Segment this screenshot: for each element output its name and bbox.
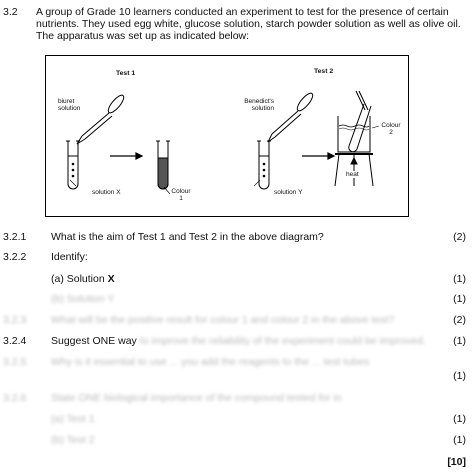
item-marks: (2) bbox=[453, 314, 466, 326]
biuret-label: biuret solution bbox=[58, 98, 81, 112]
test2-title: Test 2 bbox=[314, 68, 334, 75]
item-3-2-3: 3.2.3 What will be the positive result f… bbox=[0, 314, 474, 328]
test-tube-x-icon bbox=[66, 140, 80, 190]
apparatus-diagram: Test 1 Test 2 biuret solution Benedict's… bbox=[45, 55, 409, 217]
colour2-label: Colour 2 bbox=[381, 122, 401, 136]
diagram-drawing bbox=[66, 90, 380, 195]
item-number: 3.2.2 bbox=[3, 251, 27, 263]
item-marks: (1) bbox=[453, 413, 466, 425]
item-number: 3.2.5 bbox=[3, 356, 27, 368]
item-marks: (1) bbox=[453, 293, 466, 305]
benedicts-label: Benedict's solution bbox=[244, 98, 274, 112]
item-3-2-2b: (b) Solution Y (1) bbox=[0, 293, 474, 307]
item-marks: (1) bbox=[453, 434, 466, 446]
item-marks: (1) bbox=[453, 370, 466, 382]
item-marks: (1) bbox=[453, 335, 466, 347]
test-tube-y-icon bbox=[257, 140, 271, 190]
pipette-2-icon bbox=[267, 92, 314, 143]
item-number: 3.2.1 bbox=[3, 231, 27, 243]
arrow-1-icon bbox=[110, 152, 144, 160]
item-text: (a) Solution X bbox=[51, 273, 115, 285]
test-tube-colour1-icon bbox=[156, 140, 170, 190]
item-3-2-4: 3.2.4 Suggest ONE way to improve the rel… bbox=[0, 335, 474, 349]
item-text: What is the aim of Test 1 and Test 2 in … bbox=[51, 231, 324, 243]
item-text: Why is it essential to use ... you add t… bbox=[51, 356, 370, 368]
item-text: State ONE biological importance of the c… bbox=[51, 392, 342, 404]
item-3-2-6: 3.2.6 State ONE biological importance of… bbox=[0, 392, 474, 406]
item-number: 3.2.6 bbox=[3, 392, 27, 404]
item-text: Identify: bbox=[51, 251, 88, 263]
water-bath-beaker-icon bbox=[334, 90, 374, 187]
question-number: 3.2 bbox=[3, 6, 18, 18]
item-3-2-5: 3.2.5 Why is it essential to use ... you… bbox=[0, 356, 474, 384]
solution-y-label: solution Y bbox=[274, 189, 303, 196]
item-3-2-2a: (a) Solution X (1) bbox=[0, 273, 474, 287]
item-3-2-2: 3.2.2 Identify: bbox=[0, 251, 474, 265]
test1-title: Test 1 bbox=[116, 70, 136, 77]
question-intro: A group of Grade 10 learners conducted a… bbox=[36, 6, 461, 42]
item-3-2-1: 3.2.1 What is the aim of Test 1 and Test… bbox=[0, 231, 474, 245]
item-3-2-6b: (b) Test 2 (1) bbox=[0, 434, 474, 448]
item-text: (b) Solution Y bbox=[51, 293, 115, 305]
item-number: 3.2.3 bbox=[3, 314, 27, 326]
item-number: 3.2.4 bbox=[3, 335, 27, 347]
item-marks: (1) bbox=[453, 273, 466, 285]
solution-x-label: solution X bbox=[92, 189, 121, 196]
total-marks: [10] bbox=[447, 456, 466, 468]
heat-label: heat bbox=[346, 171, 359, 178]
item-text: (a) Test 1 bbox=[51, 413, 95, 425]
colour1-label: Colour 1 bbox=[171, 188, 191, 202]
item-3-2-6a: (a) Test 1 (1) bbox=[0, 413, 474, 427]
item-text: Suggest ONE way to improve the reliabili… bbox=[51, 335, 426, 347]
arrow-2-icon bbox=[302, 152, 336, 160]
item-marks: (2) bbox=[453, 231, 466, 243]
item-text: What will be the positive result for col… bbox=[51, 314, 395, 326]
item-text: (b) Test 2 bbox=[51, 434, 95, 446]
